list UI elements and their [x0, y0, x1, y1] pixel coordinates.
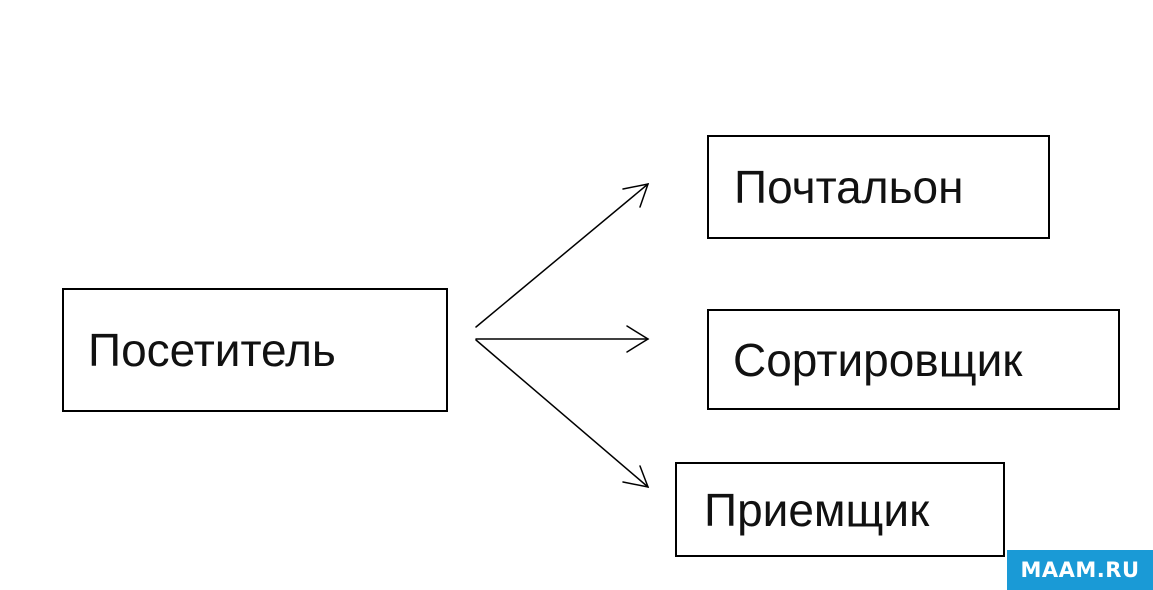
visitor-label: Посетитель [88, 324, 336, 376]
visitor-node: Посетитель [62, 288, 448, 412]
receiver-node: Приемщик [675, 462, 1005, 557]
arrow-to-receiver [475, 339, 650, 489]
watermark-badge: MAAM.RU [1007, 550, 1153, 590]
receiver-label: Приемщик [704, 483, 930, 536]
postman-node: Почтальон [707, 135, 1050, 239]
arrow-to-postman [475, 183, 650, 328]
watermark-text: MAAM.RU [1020, 558, 1140, 582]
postman-label: Почтальон [734, 161, 964, 213]
sorter-label: Сортировщик [733, 333, 1023, 386]
sorter-node: Сортировщик [707, 309, 1120, 410]
arrow-to-sorter [475, 325, 650, 353]
